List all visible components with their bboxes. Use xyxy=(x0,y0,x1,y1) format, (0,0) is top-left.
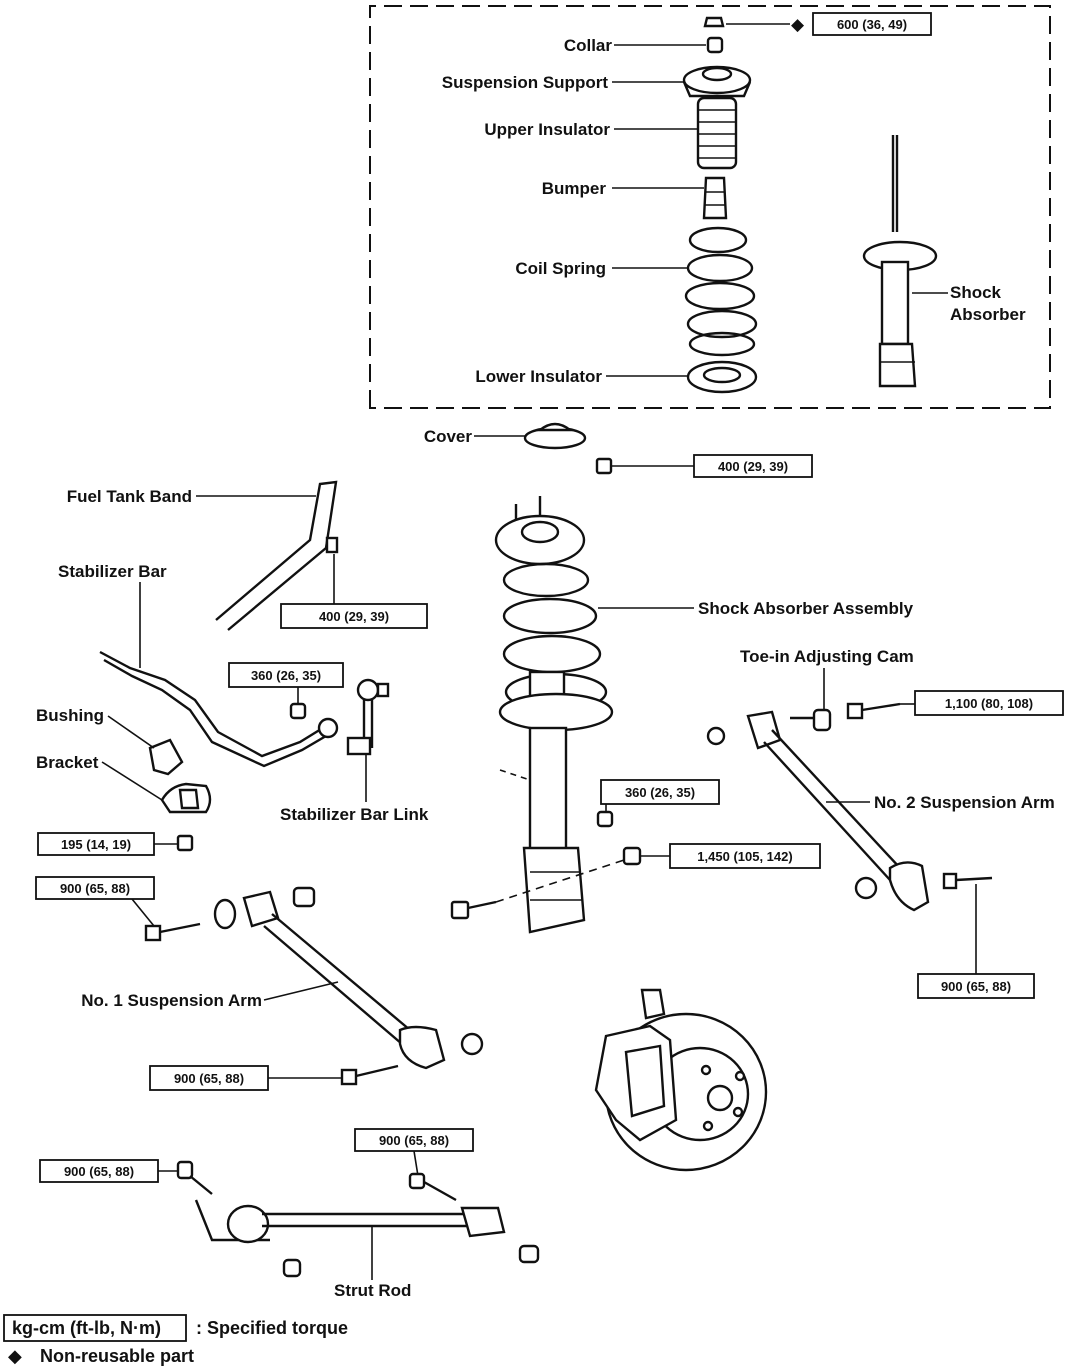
no1-arm-washer-part xyxy=(213,898,237,930)
label-stabilizer-bar: Stabilizer Bar xyxy=(58,562,167,581)
legend-torque-desc: : Specified torque xyxy=(196,1318,348,1338)
cover-part xyxy=(523,422,587,450)
torque-box-no1-inner: 900 (65, 88) xyxy=(35,876,155,900)
label-suspension-support: Suspension Support xyxy=(442,73,609,92)
torque-box-toe-cam: 1,100 (80, 108) xyxy=(914,690,1064,716)
fuel-band-bolt-part xyxy=(325,536,339,554)
cover-nut-part xyxy=(595,457,613,475)
torque-value: 360 (26, 35) xyxy=(625,785,695,800)
label-no1-suspension-arm: No. 1 Suspension Arm xyxy=(81,991,262,1010)
no1-arm-inner-bolt-part xyxy=(144,922,201,942)
torque-value: 195 (14, 19) xyxy=(61,837,131,852)
torque-box-top-nut: 600 (36, 49) xyxy=(812,12,932,36)
collar-part xyxy=(706,36,724,54)
upper-insulator-part xyxy=(696,96,738,170)
torque-value: 1,450 (105, 142) xyxy=(697,849,792,864)
legend-nonreusable-desc: Non-reusable part xyxy=(40,1346,194,1366)
torque-value: 900 (65, 88) xyxy=(60,881,130,896)
torque-box-cover-nut: 400 (29, 39) xyxy=(693,454,813,478)
torque-box-knuckle: 1,450 (105, 142) xyxy=(669,843,821,869)
stabilizer-bar-part xyxy=(99,650,339,768)
no2-suspension-arm-part xyxy=(746,710,930,912)
toe-cam-bolt-part xyxy=(846,702,901,720)
nonreusable-diamond-icon: ◆ xyxy=(791,15,805,34)
strut-rod-nut-front-part xyxy=(282,1258,302,1278)
label-no2-suspension-arm: No. 2 Suspension Arm xyxy=(874,793,1055,812)
strut-rod-nut-rear-part xyxy=(518,1244,540,1264)
suspension-support-part xyxy=(682,65,752,98)
fuel-tank-band-part xyxy=(215,480,338,631)
knuckle-nut-part xyxy=(622,846,642,866)
torque-box-strut-rod-rear: 900 (65, 88) xyxy=(354,1128,474,1152)
bumper-part xyxy=(702,176,728,220)
label-bushing: Bushing xyxy=(36,706,104,725)
no1-arm-outer-washer-part xyxy=(460,1032,484,1056)
torque-box-stab-link-lower: 360 (26, 35) xyxy=(600,779,720,805)
toe-in-cam-part xyxy=(790,708,832,732)
torque-box-bracket: 195 (14, 19) xyxy=(37,832,155,856)
no1-arm-nut-part xyxy=(292,886,316,908)
coil-spring-part xyxy=(684,226,758,357)
lower-insulator-part xyxy=(686,360,758,394)
label-lower-insulator: Lower Insulator xyxy=(475,367,602,386)
strut-rod-front-bolt-part xyxy=(176,1160,213,1195)
torque-value: 1,100 (80, 108) xyxy=(945,696,1033,711)
torque-value: 400 (29, 39) xyxy=(718,459,788,474)
torque-box-no2-arm: 900 (65, 88) xyxy=(917,973,1035,999)
label-collar: Collar xyxy=(564,36,613,55)
torque-box-strut-rod-front: 900 (65, 88) xyxy=(39,1159,159,1183)
legend: kg-cm (ft-lb, N·m) : Specified torque ◆ … xyxy=(3,1314,348,1366)
label-shock-absorber-line2: Absorber xyxy=(950,305,1026,324)
torque-value: 400 (29, 39) xyxy=(319,609,389,624)
legend-nonreusable-symbol: ◆ xyxy=(8,1346,22,1366)
inset-dashed-border xyxy=(369,5,1051,409)
stab-link-nut-part xyxy=(289,702,307,720)
no2-arm-bolt-part xyxy=(942,872,993,890)
brake-hub-assembly-part xyxy=(594,988,768,1172)
torque-value: 360 (26, 35) xyxy=(251,668,321,683)
strut-rod-rear-bolt-part xyxy=(408,1172,457,1202)
shock-absorber-part xyxy=(862,135,938,388)
torque-box-fuel-band: 400 (29, 39) xyxy=(280,603,428,629)
stabilizer-bar-link-part xyxy=(346,678,390,756)
no1-suspension-arm-part xyxy=(242,890,446,1070)
torque-box-stab-link-upper: 360 (26, 35) xyxy=(228,662,344,688)
torque-value: 900 (65, 88) xyxy=(941,979,1011,994)
bracket-bolt-part xyxy=(176,834,194,852)
no2-arm-washer-part xyxy=(854,876,878,900)
label-strut-rod: Strut Rod xyxy=(334,1281,411,1300)
label-fuel-tank-band: Fuel Tank Band xyxy=(67,487,192,506)
label-bumper: Bumper xyxy=(542,179,607,198)
no1-arm-outer-bolt-part xyxy=(340,1064,399,1086)
torque-value: 900 (65, 88) xyxy=(379,1133,449,1148)
label-toe-in-adjusting-cam: Toe-in Adjusting Cam xyxy=(740,647,914,666)
torque-value: 900 (65, 88) xyxy=(64,1164,134,1179)
stab-link-lower-nut-part xyxy=(596,810,614,828)
bushing-part xyxy=(148,738,184,776)
toe-cam-nut-part xyxy=(706,726,726,746)
legend-torque-unit: kg-cm (ft-lb, N·m) xyxy=(12,1318,161,1338)
legend-torque-box xyxy=(3,1314,187,1342)
label-upper-insulator: Upper Insulator xyxy=(484,120,610,139)
knuckle-bolt-part xyxy=(450,900,497,920)
bracket-part xyxy=(160,782,212,814)
label-shock-absorber-assembly: Shock Absorber Assembly xyxy=(698,599,914,618)
label-stabilizer-bar-link: Stabilizer Bar Link xyxy=(280,805,429,824)
torque-value: 600 (36, 49) xyxy=(837,17,907,32)
torque-box-no1-outer: 900 (65, 88) xyxy=(149,1065,269,1091)
label-coil-spring: Coil Spring xyxy=(515,259,606,278)
label-cover: Cover xyxy=(424,427,473,446)
torque-value: 900 (65, 88) xyxy=(174,1071,244,1086)
label-shock-absorber-line1: Shock xyxy=(950,283,1002,302)
shock-absorber-assembly-part xyxy=(494,496,614,934)
label-bracket: Bracket xyxy=(36,753,99,772)
strut-rod-part xyxy=(194,1199,506,1244)
top-nut-part xyxy=(703,16,725,28)
